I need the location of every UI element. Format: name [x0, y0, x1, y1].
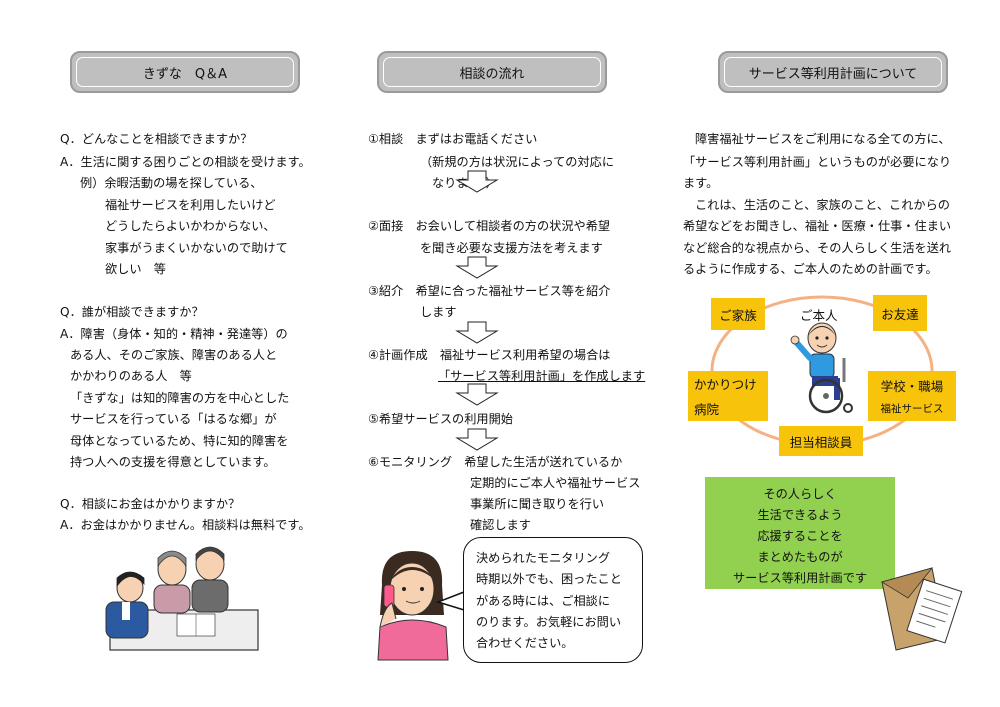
plan-paragraph-line: など総合的な視点から、その人らしく生活を送れ [683, 241, 952, 255]
qa-q3: Q．相談にお金はかかりますか？ [60, 497, 241, 511]
bubble-line: がある時には、ご相談に [476, 594, 611, 608]
bubble-line: 時期以外でも、困ったこと [476, 572, 622, 586]
flow-arrow [455, 321, 499, 344]
plan-paragraph-line: 希望などをお聞きし、福祉・医療・仕事・住まい [683, 219, 952, 233]
flow-step2-note: を聞き必要な支援方法を考えます [420, 241, 603, 255]
bubble-line: 決められたモニタリング [476, 551, 611, 565]
phone-woman-illustration [377, 551, 449, 661]
qa-a2-line: ある人、そのご家族、障害のある人と [70, 348, 278, 362]
diagram-school-label-1: 学校・職場 [880, 379, 944, 394]
flow-step6: ⑥モニタリング 希望した生活が送れているか [368, 455, 623, 469]
diagram-school-label-2: 福祉サービス [880, 403, 944, 415]
flow-step4-note: 「サービス等利用計画」を作成します [438, 369, 646, 383]
plan-header-label: サービス等利用計画について [724, 57, 942, 87]
flow-arrow [455, 428, 499, 451]
plan-paragraph-line: これは、生活のこと、家族のこと、これからの [695, 198, 950, 212]
diagram-family-box: ご家族 [711, 298, 765, 330]
wheelchair-person-illustration [790, 322, 853, 414]
flow-step6-note: 確認します [470, 518, 531, 532]
qa-example-line: どうしたらよいかわからない、 [105, 219, 276, 233]
flow-step3: ③紹介 希望に合った福祉サービス等を紹介 [368, 284, 611, 298]
qa-example-line: 家事がうまくいかないので助けて [105, 241, 288, 255]
flow-step6-note: 定期的にご本人や福祉サービス [470, 476, 641, 490]
flow-step3-note: します [420, 305, 457, 319]
flow-step1: ①相談 まずはお電話ください [368, 132, 538, 146]
flow-step4: ④計画作成 福祉サービス利用希望の場合は [368, 348, 611, 362]
flow-arrow [455, 256, 499, 279]
flow-header: 相談の流れ [377, 51, 607, 93]
qa-a2-line: サービスを行っている「はるな郷」が [70, 412, 277, 426]
qa-example-line: 福祉サービスを利用したいけど [105, 198, 276, 212]
diagram-clinic-label-2: 病院 [694, 402, 720, 417]
plan-paragraph-line: ます。 [683, 176, 719, 190]
qa-a1: A．生活に関する困りごとの相談を受けます。 [60, 155, 311, 169]
plan-summary-box: その人らしく 生活できるよう 応援することを まとめたものが サービス等利用計画… [705, 477, 895, 589]
qa-header: きずな Q＆A [70, 51, 300, 93]
diagram-clinic-box: かかりつけ 病院 [688, 371, 768, 421]
summary-line: まとめたものが [757, 550, 843, 564]
bubble-line: 合わせください。 [476, 636, 574, 650]
diagram-counselor-box: 担当相談員 [779, 426, 863, 456]
diagram-friends-box: お友達 [873, 295, 927, 331]
qa-header-label: きずな Q＆A [76, 57, 294, 87]
qa-example-line: 欲しい 等 [105, 262, 166, 276]
flow-step1-note: （新規の方は状況によっての対応に [420, 155, 615, 169]
qa-a2-line: かかわりのある人 等 [70, 369, 192, 383]
qa-q2: Q．誰が相談できますか？ [60, 305, 204, 319]
diagram-center-label: ご本人 [800, 308, 838, 323]
flow-arrow [455, 383, 499, 406]
flow-header-label: 相談の流れ [383, 57, 601, 87]
qa-a2-line: 「きずな」は知的障害の方を中心とした [70, 391, 290, 405]
summary-line: その人らしく [763, 487, 837, 501]
plan-paragraph-line: 障害福祉サービスをご利用になる全ての方に、 [695, 132, 951, 146]
qa-a3: A．お金はかかりません。相談料は無料です。 [60, 518, 311, 532]
qa-example-line: 例）余暇活動の場を探している、 [80, 176, 263, 190]
plan-paragraph-line: るように作成する、ご本人のための計画です。 [683, 262, 938, 276]
flow-arrow [455, 170, 499, 193]
qa-a2-line: 母体となっているため、特に知的障害を [70, 434, 289, 448]
summary-line: 応援することを [757, 529, 843, 543]
speech-bubble: 決められたモニタリング 時期以外でも、困ったこと がある時には、ご相談に のりま… [463, 537, 643, 663]
diagram-school-box: 学校・職場 福祉サービス [868, 371, 956, 421]
envelope-document-icon [881, 567, 963, 651]
bubble-line: のります。お気軽にお問い [476, 615, 622, 629]
flow-step6-note: 事業所に聞き取りを行い [470, 497, 605, 511]
qa-a2-line: A．障害（身体・知的・精神・発達等）の [60, 327, 288, 341]
qa-q1: Q．どんなことを相談できますか？ [60, 132, 253, 146]
flow-step5: ⑤希望サービスの利用開始 [368, 412, 513, 426]
qa-a2-line: 持つ人への支援を得意としています。 [70, 455, 276, 469]
diagram-clinic-label-1: かかりつけ [694, 377, 757, 392]
flow-step2: ②面接 お会いして相談者の方の状況や希望 [368, 219, 611, 233]
plan-paragraph-line: 「サービス等利用計画」というものが必要になり [683, 155, 952, 169]
plan-header: サービス等利用計画について [718, 51, 948, 93]
consultation-illustration [105, 546, 259, 651]
summary-line: 生活できるよう [757, 508, 843, 522]
summary-line: サービス等利用計画です [732, 571, 868, 585]
